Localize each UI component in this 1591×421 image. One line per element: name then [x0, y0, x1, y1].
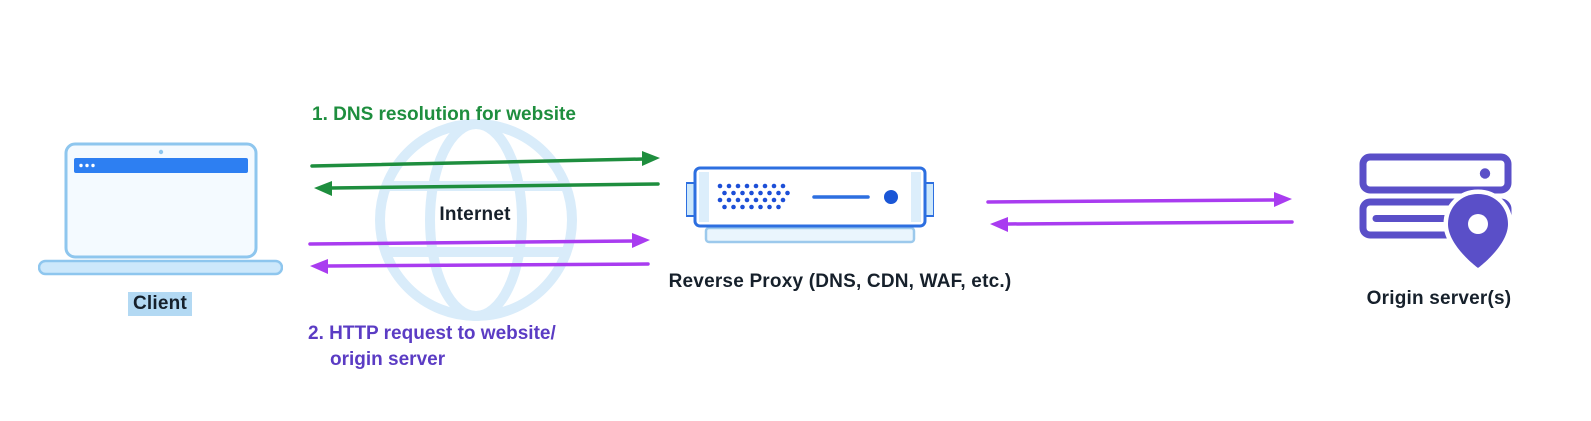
- reverse-proxy-icon: [686, 166, 934, 244]
- origin-servers-label: Origin server(s): [1366, 288, 1512, 309]
- origin-shapes: [1359, 153, 1513, 272]
- http-step-label-line2: origin server: [330, 349, 446, 370]
- proxy-dot-grid: [717, 183, 790, 210]
- client-laptop-icon: [38, 142, 283, 276]
- origin-server-icon: [1359, 153, 1513, 272]
- reverse-proxy-label: Reverse Proxy (DNS, CDN, WAF, etc.): [668, 271, 1012, 292]
- client-label-text: Client: [128, 292, 192, 316]
- origin-to-proxy-arrow: [990, 217, 1294, 232]
- dns-step-label: 1. DNS resolution for website: [312, 104, 576, 125]
- internet-label: Internet: [439, 204, 511, 225]
- client-label: Client: [85, 292, 235, 316]
- proxy-to-origin-arrow: [986, 192, 1292, 207]
- proxy-shapes: [686, 166, 934, 244]
- laptop-shapes: [38, 142, 283, 276]
- http-step-label-line1: 2. HTTP request to website/: [308, 323, 556, 344]
